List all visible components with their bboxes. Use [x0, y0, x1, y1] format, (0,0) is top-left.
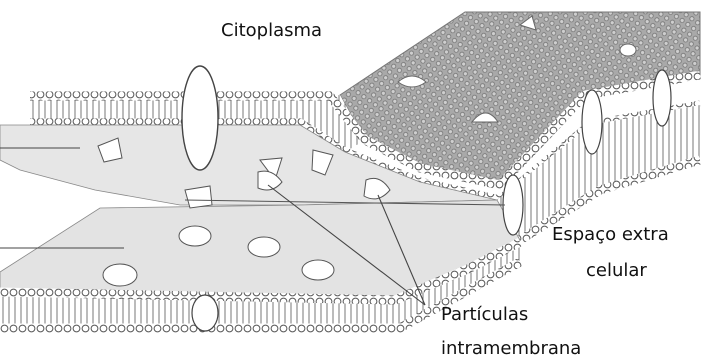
intramembrane-particles-label-line2: intramembrana [441, 340, 581, 358]
cytoplasm-label: Citoplasma [221, 22, 322, 40]
intramembrane-particle [248, 237, 280, 257]
intramembrane-particles-label-line1: Partículas [441, 306, 528, 324]
transmembrane-protein-wall-2 [582, 90, 602, 154]
transmembrane-protein-wall-3 [653, 70, 671, 126]
extracellular-space-label-line2: celular [586, 262, 647, 280]
hatched-face-particle [620, 44, 636, 56]
intramembrane-particle [103, 264, 137, 286]
transmembrane-protein-bottom [192, 295, 218, 331]
intramembrane-particle [185, 186, 212, 208]
transmembrane-protein-top [182, 66, 218, 170]
transmembrane-protein-wall-1 [503, 175, 523, 235]
intramembrane-particle [179, 226, 211, 246]
extracellular-space-label-line1: Espaço extra [552, 226, 669, 244]
intramembrane-particle [302, 260, 334, 280]
